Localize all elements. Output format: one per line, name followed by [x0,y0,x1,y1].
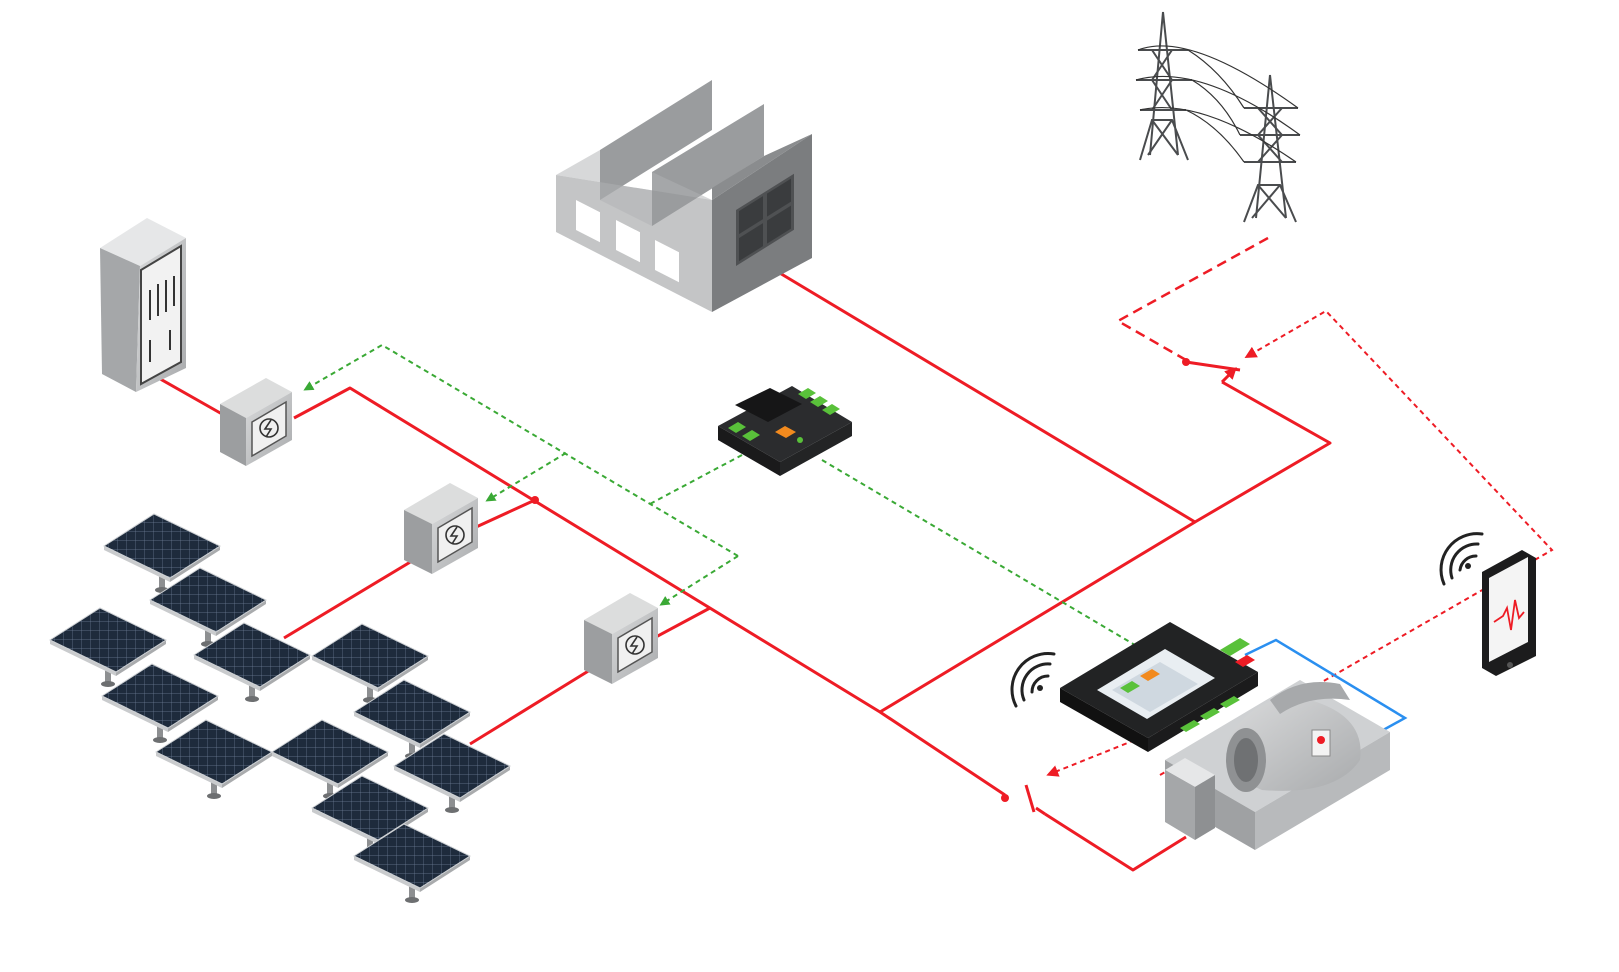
grid-dashed-lines [1115,236,1269,362]
lightning-icon [259,418,279,438]
wifi-icon-phone [1439,532,1484,586]
solar-field [48,513,512,903]
pylon-1 [1136,11,1192,161]
hmi-generator-link [1244,638,1408,736]
power-line-factory-bus [777,270,1332,524]
solar-panel-icon [48,607,168,687]
grid-feed-dashed [1115,236,1269,362]
power-line-inverter3-bus [653,606,711,640]
control-module-to-hmi [821,459,1141,649]
solar-panel-icon [192,622,312,702]
grid-breaker-signal [1159,309,1554,776]
touchscreen-controller-icon [1060,622,1258,752]
power-lines [154,270,1332,872]
control-lines [303,343,1141,649]
generator-breaker-switch-icon [1001,784,1046,816]
solar-panel-icon [148,567,268,647]
solar-panel-icon [270,719,390,799]
wifi-icon-hmi [1010,652,1056,708]
solar-panel-icon [154,719,274,799]
smartphone-waveform-icon [1482,550,1536,676]
control-to-inverter1 [303,343,739,557]
bus-junction-dot [531,496,539,504]
lightning-icon [445,525,465,545]
control-module-link [647,454,743,506]
solar-panel-icon [352,679,472,759]
power-line-cabinet-inverter1 [154,374,223,416]
power-line-solar-inverter3 [469,668,591,746]
solar-panel-icon [100,663,220,743]
solar-panel-icon [392,733,512,813]
inverter-1 [220,378,292,466]
inverter-3 [584,593,658,684]
inverter-2 [404,483,478,574]
control-to-inverter2 [485,452,567,502]
controller-unit-icon [718,386,852,476]
lightning-icon [625,635,645,655]
electrical-cabinet-icon [100,218,186,392]
factory-building-icon [556,80,812,312]
solar-panel-icon [352,823,472,903]
power-line-generator-breaker [1044,812,1187,872]
pylon-2 [1240,74,1300,223]
power-cables [1135,45,1301,163]
solar-panel-icon [102,513,222,593]
control-to-inverter3 [659,555,739,606]
power-line-solar-inverter2 [283,559,413,640]
power-pylon-icon [1135,11,1301,223]
generator-icon [1165,680,1390,850]
power-line-main-bus [293,386,1006,797]
power-line-inverter2-solar [473,498,536,530]
power-line-bus-generator [879,520,1196,714]
